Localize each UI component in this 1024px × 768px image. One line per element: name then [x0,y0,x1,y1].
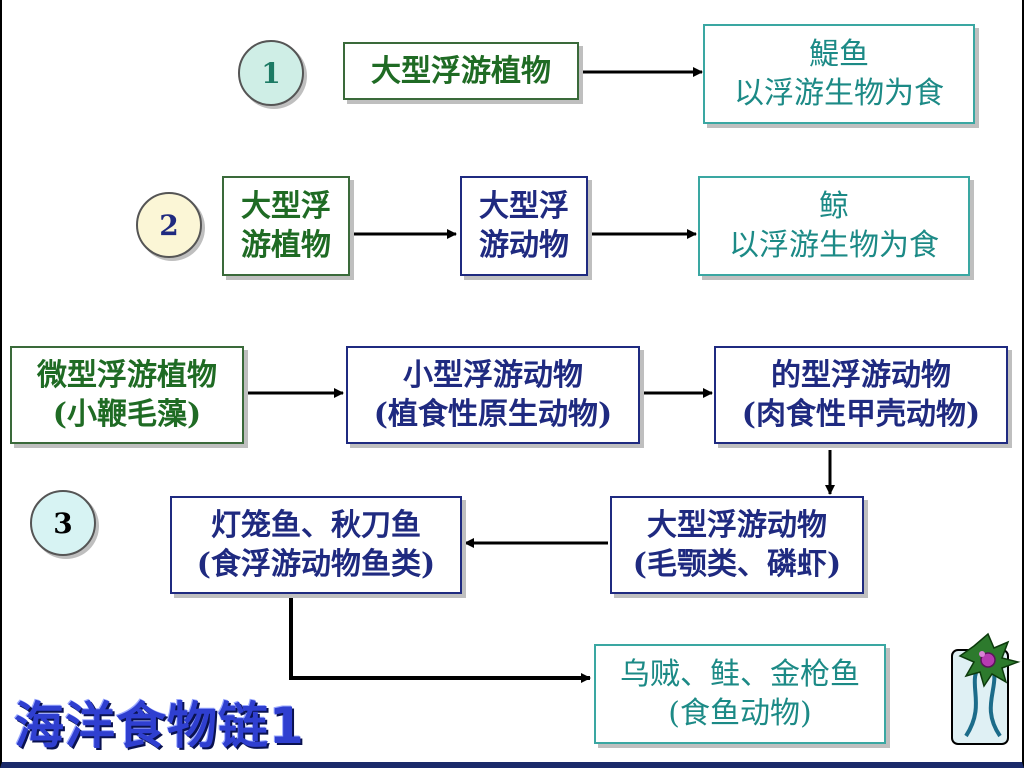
chain2-producer-line1: 大型浮 [241,189,331,224]
chain2-producer-box: 大型浮 游植物 [222,176,350,276]
chain1-consumer-line1: 鯷鱼 [809,37,869,72]
chain3-squid-line1: 乌贼、鲑、金枪鱼 [620,657,860,692]
slide-title: 海洋食物链1 [14,697,305,755]
chain3-small-zoo-line2: (植食性原生动物) [373,397,613,432]
chain3-small-zoo-box: 小型浮游动物 (植食性原生动物) [346,346,640,444]
chain2-consumer-line1: 鲸 [819,189,849,224]
ribbon-clipart-icon [951,632,1021,745]
chain3-phyto-line1: 微型浮游植物 [37,358,217,393]
chain2-consumer-line2: 以浮游生物为食 [729,228,939,263]
chain2-herbivore-line1: 大型浮 [479,189,569,224]
chain3-mid-zoo-box: 的型浮游动物 (肉食性甲壳动物) [714,346,1008,444]
chain3-mid-zoo-line2: (肉食性甲壳动物) [741,397,981,432]
chain1-consumer-box: 鯷鱼 以浮游生物为食 [703,24,975,124]
marker-3-label: 3 [53,506,73,540]
chain3-small-zoo-line1: 小型浮游动物 [403,358,583,393]
chain2-herbivore-box: 大型浮 游动物 [460,176,588,276]
chain3-large-zoo-line1: 大型浮游动物 [647,508,827,543]
chain3-mid-zoo-line1: 的型浮游动物 [771,358,951,393]
chain3-lantern-box: 灯笼鱼、秋刀鱼 (食浮游动物鱼类) [170,496,462,594]
arrow-3-5 [289,598,591,683]
chain3-phyto-box: 微型浮游植物 (小鞭毛藻) [10,346,244,444]
chain3-phyto-line2: (小鞭毛藻) [52,397,202,432]
chain1-producer-box: 大型浮游植物 [343,42,579,100]
chain2-producer-line2: 游植物 [241,228,331,263]
chain3-squid-box: 乌贼、鲑、金枪鱼 (食鱼动物) [594,644,886,744]
chain1-consumer-line2: 以浮游生物为食 [734,76,944,111]
chain3-large-zoo-line2: (毛颚类、磷虾) [632,547,842,582]
chain1-producer-text: 大型浮游植物 [371,53,551,89]
chain3-lantern-line1: 灯笼鱼、秋刀鱼 [211,508,421,543]
marker-1-label: 1 [261,56,281,90]
chain3-lantern-line2: (食浮游动物鱼类) [196,547,436,582]
chain2-herbivore-line2: 游动物 [479,228,569,263]
marker-2: 2 [136,192,202,258]
chain2-consumer-box: 鲸 以浮游生物为食 [698,176,970,276]
chain3-squid-line2: (食鱼动物) [668,696,812,731]
marker-2-label: 2 [159,208,179,242]
chain3-large-zoo-box: 大型浮游动物 (毛颚类、磷虾) [610,496,864,594]
marker-3: 3 [30,490,96,556]
marker-1: 1 [238,40,304,106]
